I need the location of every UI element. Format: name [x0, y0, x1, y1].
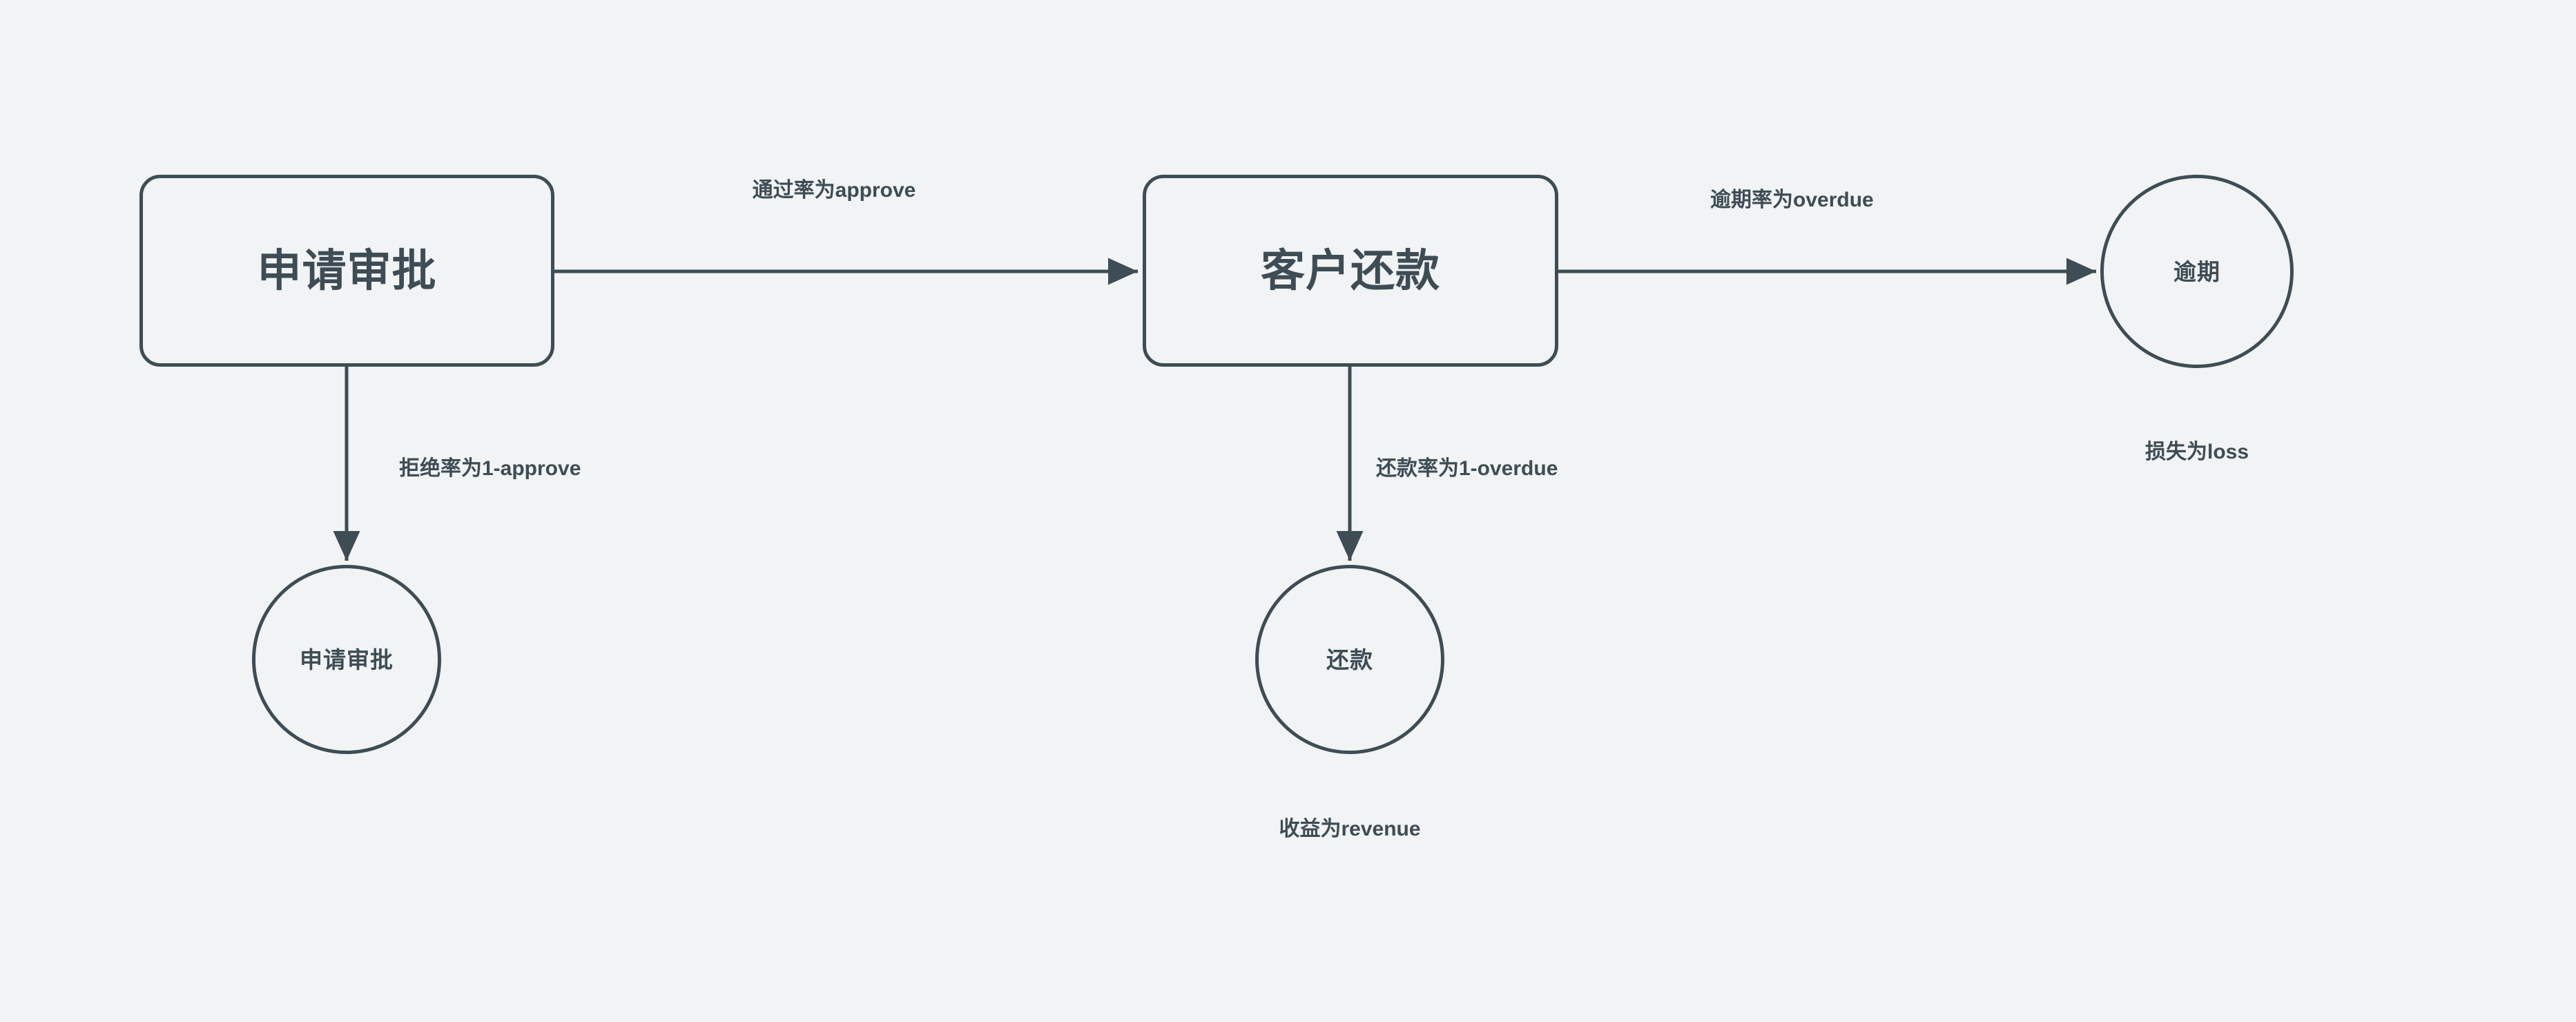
node-apply-review-circle[interactable]: 申请审批 [252, 565, 441, 754]
edge-label-repay: 还款率为1-overdue [1376, 457, 1558, 480]
edge-label-reject: 拒绝率为1-approve [399, 457, 581, 480]
caption-revenue: 收益为revenue [1279, 818, 1421, 840]
node-apply-review-box-label: 申请审批 [257, 246, 437, 296]
node-overdue-circle[interactable]: 逾期 [2100, 175, 2294, 368]
node-overdue-circle-label: 逾期 [2173, 258, 2220, 285]
node-apply-review-circle-label: 申请审批 [300, 646, 394, 673]
node-repay-circle[interactable]: 还款 [1255, 565, 1444, 754]
edge-label-overdue: 逾期率为overdue [1710, 189, 1874, 211]
node-customer-repay-box-label: 客户还款 [1261, 246, 1440, 296]
node-apply-review-box[interactable]: 申请审批 [139, 175, 554, 367]
edge-label-approve: 通过率为approve [752, 179, 916, 202]
node-customer-repay-box[interactable]: 客户还款 [1143, 175, 1558, 367]
node-repay-circle-label: 还款 [1326, 646, 1373, 673]
caption-loss: 损失为loss [2144, 441, 2249, 463]
